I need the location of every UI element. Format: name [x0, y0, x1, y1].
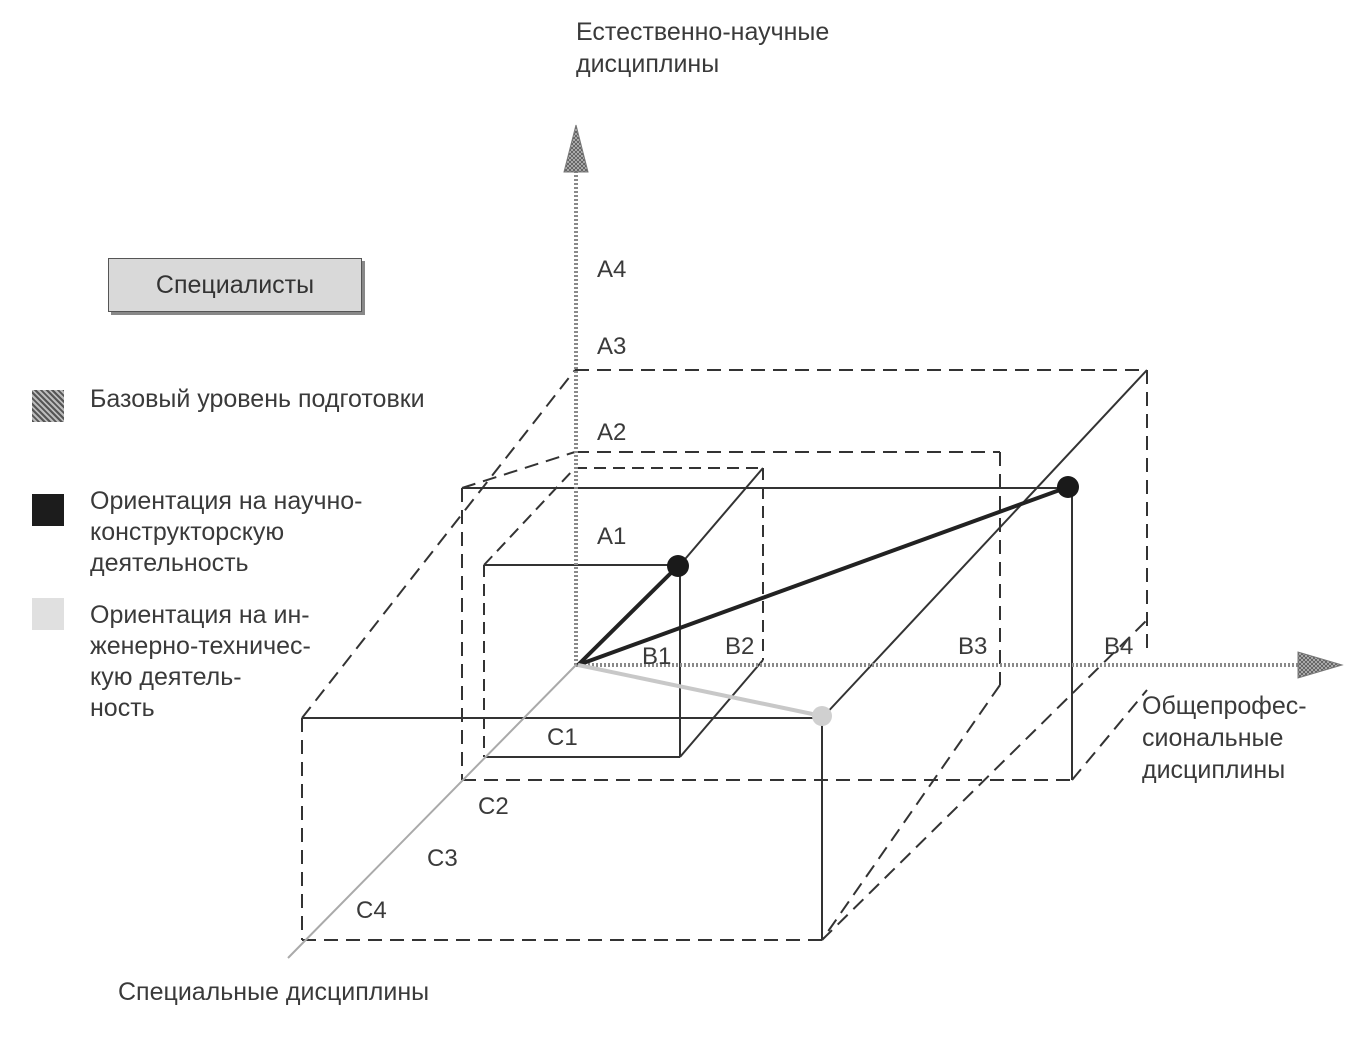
tick-a2: A2 — [597, 419, 627, 446]
legend-scientific-line1: Ориентация на научно- — [90, 487, 363, 515]
marker-dark-b4 — [1057, 476, 1079, 498]
vertical-axis-title-line2: дисциплины — [576, 50, 720, 78]
horizontal-axis-title-line2: сиональные — [1142, 724, 1284, 752]
horizontal-axis-title-line3: дисциплины — [1142, 756, 1286, 784]
tick-a4: A4 — [597, 256, 627, 283]
vertical-axis-title-line1: Естественно-научные — [576, 18, 830, 46]
tick-b1: B1 — [642, 643, 672, 670]
legend-engineering-line2: женерно-техничес- — [90, 632, 311, 660]
legend-swatch-black-icon — [32, 494, 64, 526]
tick-a3: A3 — [597, 333, 627, 360]
legend-engineering-line1: Ориентация на ин- — [90, 601, 310, 629]
tick-c3: C3 — [427, 845, 458, 872]
box-c1 — [483, 467, 764, 758]
legend-engineering-line4: ность — [90, 694, 155, 722]
title-box: Специалисты — [108, 258, 362, 312]
axes — [287, 150, 1305, 959]
legend-item-base: Базовый уровень подготовки — [90, 384, 425, 415]
vector-dark-long — [577, 485, 1069, 667]
legend-scientific-line2: конструкторскую — [90, 518, 285, 546]
legend-base-line1: Базовый уровень подготовки — [90, 385, 425, 413]
box-c2 — [461, 451, 1148, 941]
horizontal-axis-title-line1: Общепрофес- — [1142, 692, 1307, 720]
vector-dark-short — [576, 564, 680, 667]
marker-light-c4 — [812, 706, 832, 726]
tick-b4: B4 — [1104, 633, 1134, 660]
vertical-axis-title: Естественно-научные дисциплины — [576, 16, 829, 80]
tick-c1: C1 — [547, 724, 578, 751]
legend-swatch-light-icon — [32, 598, 64, 630]
marker-dark-a1 — [667, 555, 689, 577]
depth-axis-title: Специальные дисциплины — [118, 978, 430, 1006]
legend-engineering-line3: кую деятель- — [90, 663, 242, 691]
vector-light — [577, 663, 823, 718]
legend-item-engineering: Ориентация на ин- женерно-техничес- кую … — [90, 600, 311, 724]
box-c4 — [301, 369, 1148, 941]
tick-c4: C4 — [356, 897, 387, 924]
legend-item-scientific: Ориентация на научно- конструкторскую де… — [90, 486, 363, 579]
tick-c2: C2 — [478, 793, 509, 820]
tick-b3: B3 — [958, 633, 988, 660]
legend-swatch-hatched-icon — [32, 390, 64, 422]
legend-scientific-line3: деятельность — [90, 549, 249, 577]
tick-b2: B2 — [725, 633, 755, 660]
depth-axis — [287, 664, 577, 959]
tick-a1: A1 — [597, 523, 627, 550]
horizontal-axis-title: Общепрофес- сиональные дисциплины — [1142, 690, 1307, 786]
vertical-axis-arrow — [563, 124, 589, 173]
horizontal-axis-arrow — [1297, 651, 1344, 679]
